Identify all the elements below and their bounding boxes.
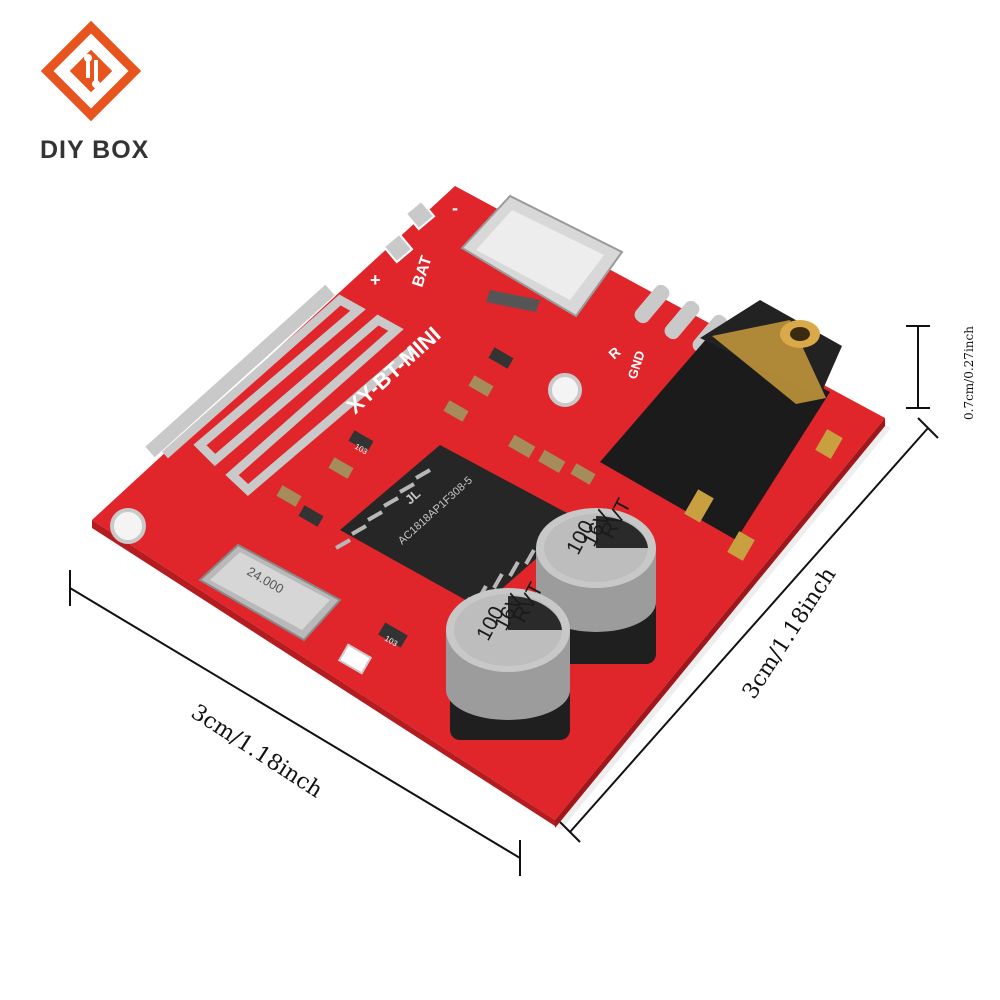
audio-jack: [600, 300, 843, 561]
mounting-hole: [548, 373, 582, 407]
dimension-line-width: [69, 570, 521, 876]
mounting-hole: [110, 508, 146, 544]
dimension-line-depth: [559, 417, 939, 843]
diy-box-logo-icon: [40, 20, 142, 122]
status-led: [337, 643, 373, 675]
antenna-trace: [162, 294, 415, 497]
silkscreen-plus: +: [370, 270, 381, 290]
silkscreen-minus: -: [452, 198, 458, 218]
pcb-board: [92, 186, 891, 830]
brand-name: DIY BOX: [40, 136, 150, 164]
height-dimension-label: 0.7cm/0.27inch: [962, 326, 976, 420]
capacitor-bottom: [446, 588, 570, 740]
dimension-line-height: [906, 325, 930, 409]
micro-usb-port: [460, 194, 624, 318]
crystal-oscillator: [198, 543, 342, 642]
